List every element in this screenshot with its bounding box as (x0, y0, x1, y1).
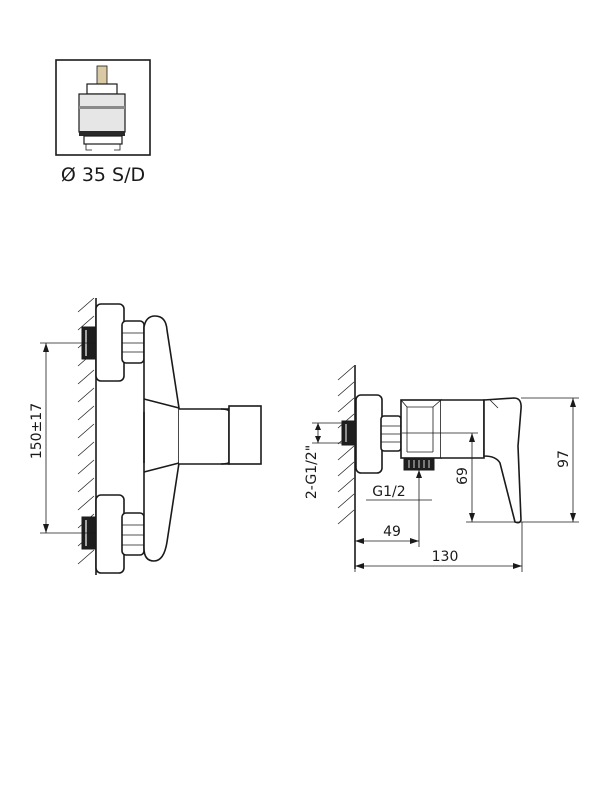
dim-49-label: 49 (383, 524, 401, 540)
dim-height-label: 150±17 (29, 403, 45, 459)
dim-130-label: 130 (432, 549, 459, 565)
front-view (40, 297, 262, 575)
cartridge-label: Ø 35 S/D (61, 164, 145, 186)
side-view (312, 365, 579, 572)
dim-69-label: 69 (455, 467, 471, 485)
dim-inlet-label: 2-G1/2" (304, 445, 320, 499)
cartridge-icon (55, 59, 151, 156)
dim-outlet-label: G1/2 (372, 484, 405, 500)
dim-97-label: 97 (556, 450, 572, 468)
